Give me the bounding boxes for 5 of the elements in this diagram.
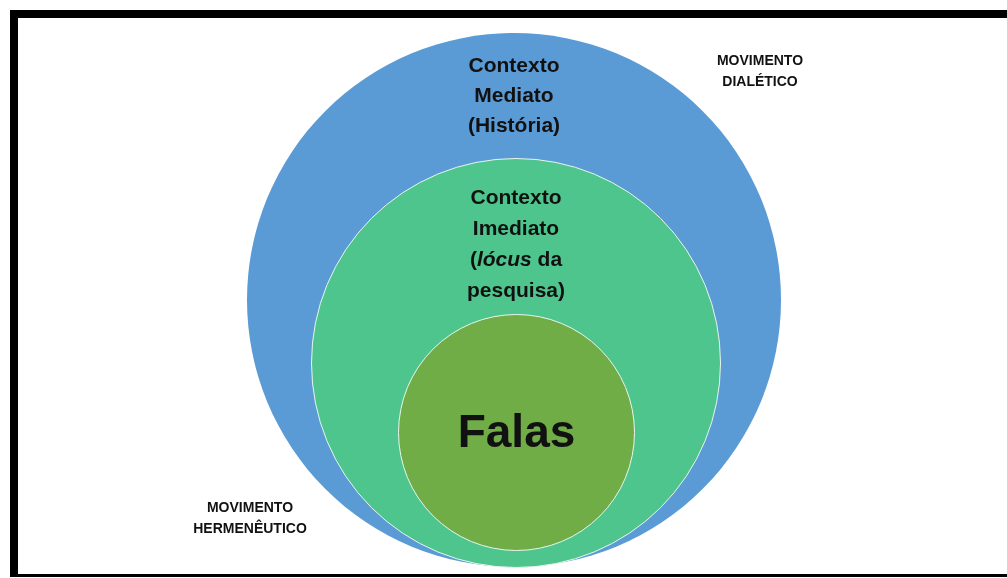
circle-label: Contexto Imediato (lócus da pesquisa) <box>466 184 566 303</box>
movement-label: MOVIMENTO DIALÉTICO <box>715 51 805 91</box>
circle-label: Falas <box>456 404 577 459</box>
movement-label: MOVIMENTO HERMENÊUTICO <box>192 498 308 538</box>
circle-label: Contexto Mediato (História) <box>466 52 562 138</box>
